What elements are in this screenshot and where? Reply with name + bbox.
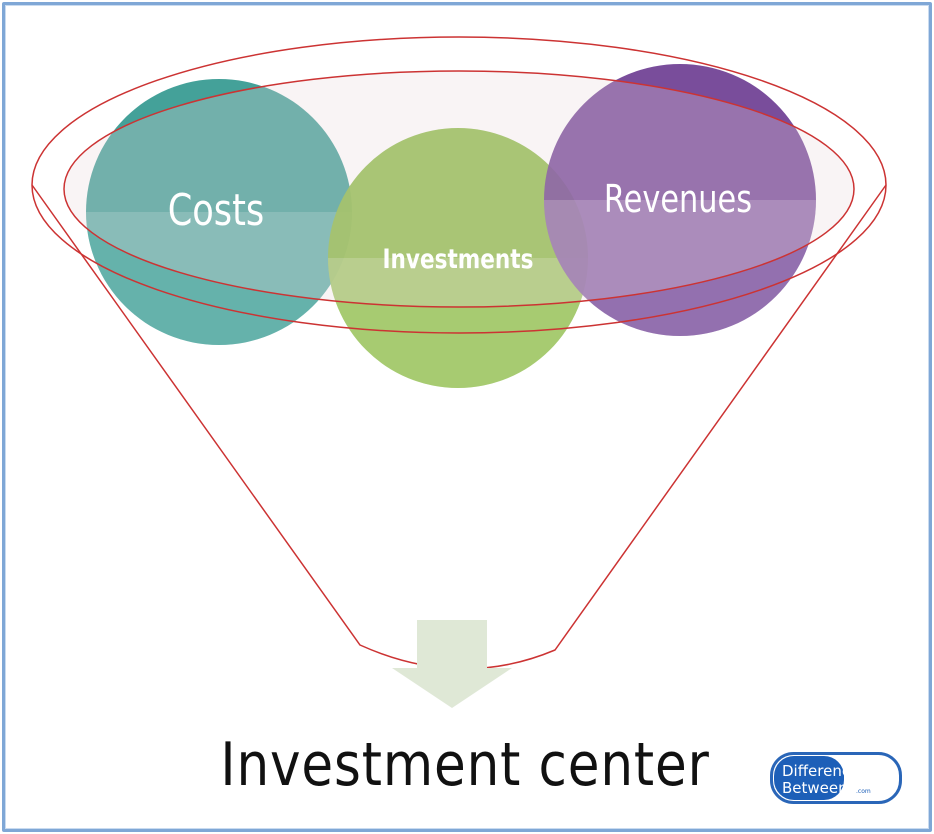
circle-revenues (544, 64, 816, 336)
logo-suffix: .com (856, 788, 871, 795)
funnel-rim-band (64, 71, 854, 307)
diagram-title: Investment center (220, 730, 710, 800)
circle-costs (86, 79, 352, 345)
down-arrow-icon (392, 620, 512, 708)
label-costs: Costs (168, 185, 265, 236)
circle-investments (328, 128, 588, 388)
difference-between-logo: Difference Between .com (770, 752, 902, 804)
logo-line1: Difference (782, 762, 859, 780)
label-revenues: Revenues (604, 178, 752, 222)
funnel-inner-rim (63, 70, 855, 308)
logo-line2: Between (782, 779, 848, 797)
label-investments: Investments (383, 243, 534, 275)
funnel-outer-rim (31, 36, 887, 334)
